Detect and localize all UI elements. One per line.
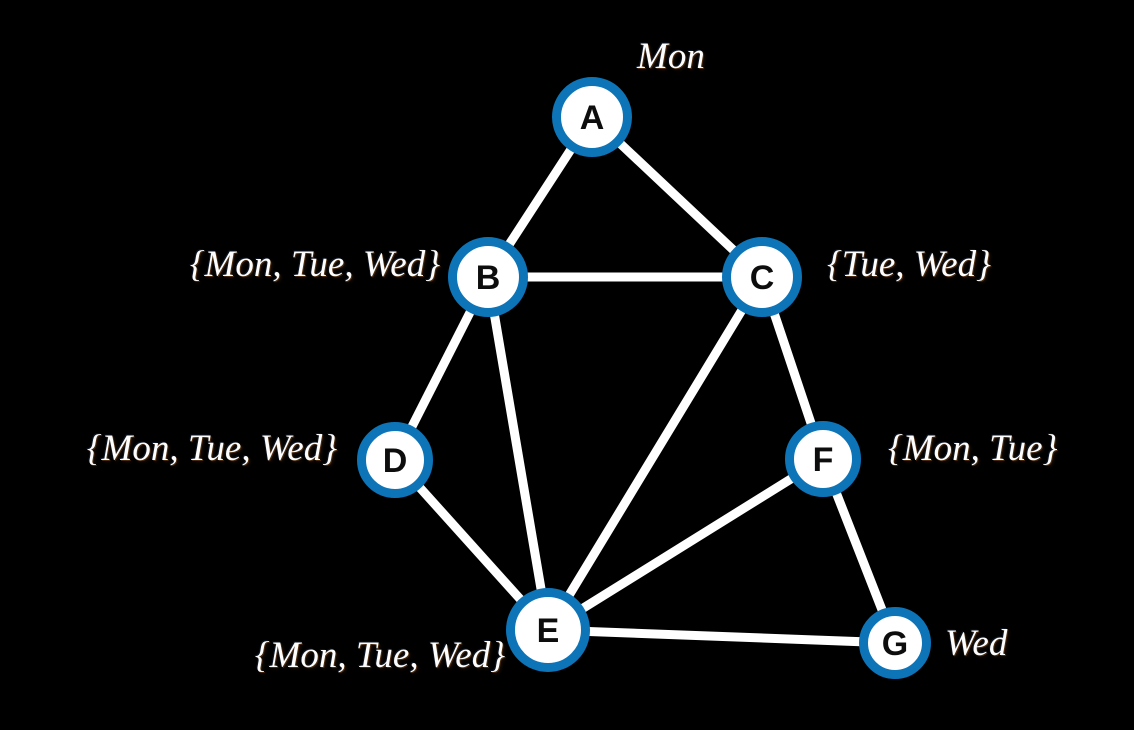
graph-node-g[interactable]: G: [859, 607, 931, 679]
node-circle-a: [552, 77, 632, 157]
node-layer: A B C D E F G: [357, 77, 931, 679]
graph-node-c[interactable]: C: [722, 237, 802, 317]
node-circle-g: [859, 607, 931, 679]
graph-node-f[interactable]: F: [785, 421, 861, 497]
node-letter-e: E: [537, 612, 560, 650]
graph-node-b[interactable]: B: [448, 237, 528, 317]
edge-layer: [390, 112, 900, 648]
node-circle-d: [357, 422, 433, 498]
graph-edge-b-e: [483, 272, 553, 635]
graph-node-a[interactable]: A: [552, 77, 632, 157]
domain-label-a: Mon: [637, 36, 705, 77]
node-letter-g: G: [882, 625, 908, 663]
node-letter-c: C: [750, 259, 775, 297]
domain-label-d: {Mon, Tue, Wed}: [86, 428, 337, 469]
node-letter-f: F: [813, 441, 834, 479]
graph-edge-e-g: [543, 625, 900, 648]
node-circle-f: [785, 421, 861, 497]
domain-label-b: {Mon, Tue, Wed}: [189, 244, 440, 285]
graph-edge-c-e: [543, 272, 767, 635]
domain-label-c: {Tue, Wed}: [827, 244, 991, 285]
node-circle-e: [506, 588, 590, 672]
domain-label-g: Wed: [945, 623, 1008, 664]
domain-label-f: {Mon, Tue}: [888, 428, 1058, 469]
node-letter-d: D: [383, 442, 408, 480]
node-circle-b: [448, 237, 528, 317]
node-circle-c: [722, 237, 802, 317]
graph-node-d[interactable]: D: [357, 422, 433, 498]
node-letter-b: B: [476, 259, 501, 297]
domain-label-e: {Mon, Tue, Wed}: [254, 635, 505, 676]
node-letter-a: A: [580, 99, 605, 137]
graph-edge-e-f: [543, 454, 828, 635]
graph-node-e[interactable]: E: [506, 588, 590, 672]
